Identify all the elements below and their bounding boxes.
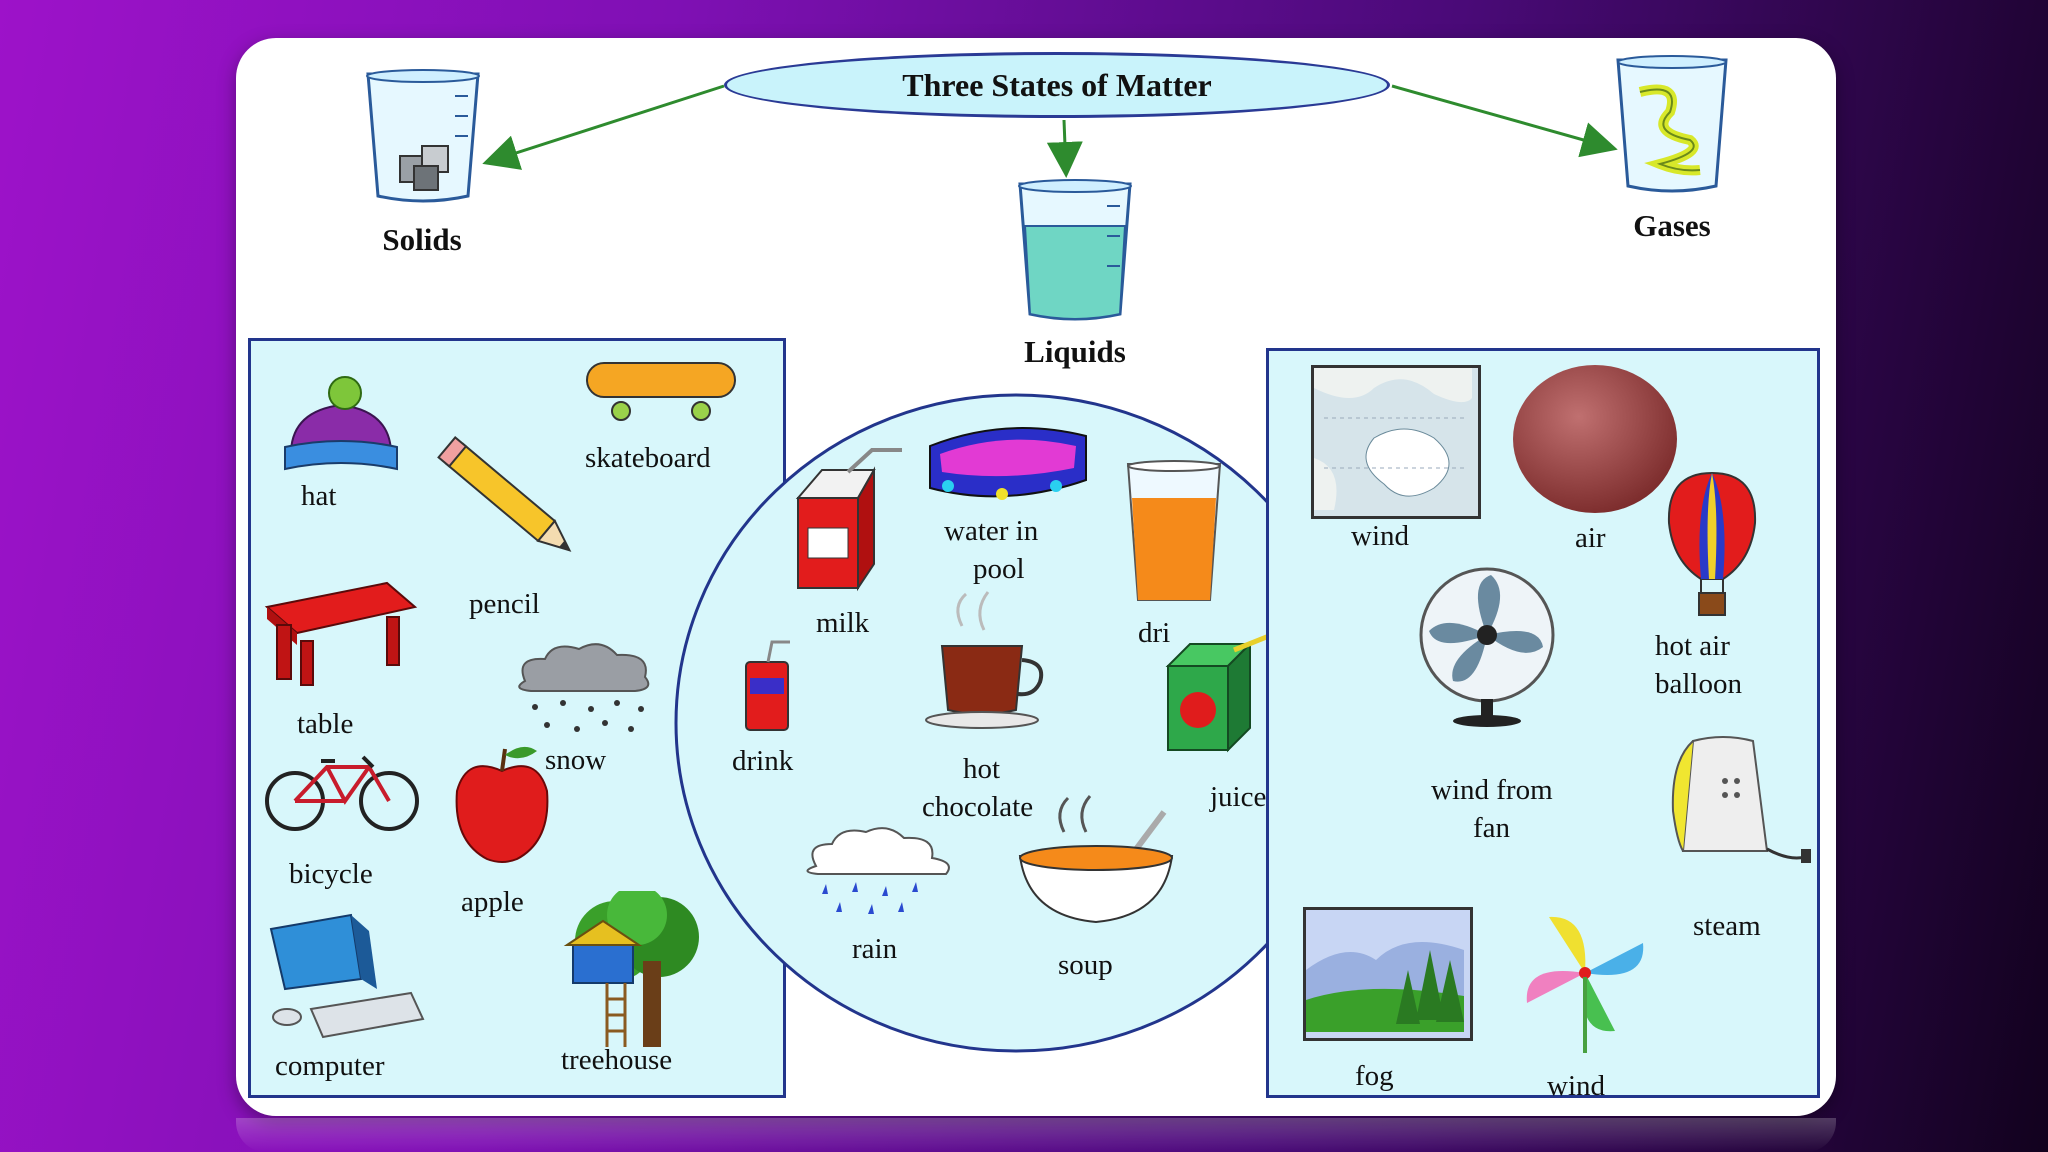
card-reflection [236, 1118, 1836, 1152]
hot-air-balloon-icon [1667, 471, 1757, 616]
fan-icon [1419, 567, 1555, 727]
water-in-pool-label-line1: water in [944, 515, 1039, 547]
hot-air-balloon-label-line1: hot air [1655, 630, 1730, 662]
wind-pinwheel-label: wind [1547, 1070, 1605, 1102]
title-oval: Three States of Matter [724, 52, 1390, 118]
drink-glass-label: dri [1138, 617, 1171, 649]
slide-card: Three States of Matter Solids Liquids Ga… [236, 38, 1836, 1116]
table-icon [264, 581, 418, 686]
pool-icon [929, 427, 1087, 500]
milk-label: milk [816, 607, 870, 639]
pinwheel-icon [1526, 916, 1644, 1053]
gases-beaker-icon [1616, 55, 1728, 193]
computer-label: computer [275, 1050, 385, 1082]
arrow-to-gases [1391, 84, 1618, 158]
gases-label: Gases [1633, 208, 1711, 243]
computer-icon [269, 913, 425, 1039]
arrows-layer [482, 84, 1618, 178]
rain-label: rain [852, 933, 898, 965]
solids-label: Solids [382, 222, 462, 257]
table-label: table [297, 708, 354, 740]
fog-label: fog [1355, 1060, 1394, 1092]
arrow-to-solids [482, 84, 725, 170]
air-ball-icon [1513, 365, 1677, 513]
arrow-to-liquids [1046, 119, 1083, 178]
liquids-beaker-icon [1018, 179, 1132, 321]
steam-iron-icon [1671, 736, 1811, 863]
snow-label: snow [545, 744, 607, 776]
soup-icon [1018, 795, 1174, 924]
juice-label: juice [1210, 781, 1267, 813]
solids-panel: hat skateboard pencil table [248, 338, 786, 1098]
wind-from-fan-label-line1: wind from [1431, 774, 1553, 806]
snow-icon [518, 643, 650, 732]
bicycle-label: bicycle [289, 858, 373, 890]
hat-label: hat [301, 480, 337, 512]
steam-label: steam [1693, 910, 1761, 942]
skateboard-icon [586, 362, 736, 421]
rain-icon [806, 827, 950, 914]
milk-carton-icon [795, 448, 902, 592]
liquids-label: Liquids [1024, 334, 1126, 369]
fog-landscape-icon [1306, 942, 1464, 1032]
hot-chocolate-label-line2: chocolate [922, 791, 1034, 823]
solids-beaker-icon [366, 69, 480, 203]
air-label: air [1575, 522, 1606, 554]
hot-chocolate-icon [925, 591, 1044, 729]
weather-map-icon [1314, 368, 1472, 510]
water-in-pool-label-line2: pool [973, 553, 1025, 585]
treehouse-icon [563, 891, 699, 1047]
juice-glass-icon [1126, 460, 1222, 601]
treehouse-label: treehouse [561, 1044, 673, 1076]
pencil-icon [437, 435, 572, 552]
wind-map-image [1311, 365, 1481, 519]
drink-can-icon [745, 640, 790, 731]
apple-label: apple [461, 886, 524, 918]
bicycle-icon [265, 755, 419, 831]
soup-label: soup [1058, 949, 1113, 981]
hat-icon [284, 376, 398, 471]
pencil-label: pencil [469, 588, 540, 620]
wind-from-fan-label-line2: fan [1473, 812, 1511, 844]
skateboard-label: skateboard [585, 442, 711, 474]
wind-map-label: wind [1351, 520, 1409, 552]
hot-chocolate-label-line1: hot [963, 753, 1001, 785]
hot-air-balloon-label-line2: balloon [1655, 668, 1742, 700]
gases-panel: wind air hot air balloon [1266, 348, 1820, 1102]
juice-box-icon [1165, 631, 1310, 753]
fog-image [1303, 907, 1473, 1041]
apple-icon [455, 746, 549, 863]
diagram-title: Three States of Matter [902, 66, 1212, 103]
drink-can-label: drink [732, 745, 794, 777]
